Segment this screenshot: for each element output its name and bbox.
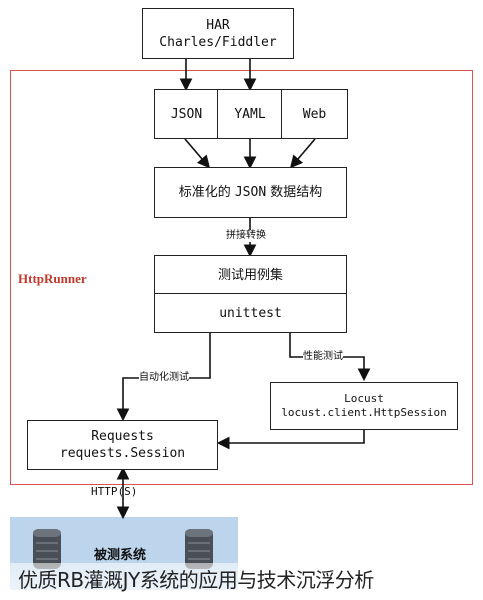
merge-label: 拼接转换 bbox=[226, 230, 266, 242]
standard-json-prefix: 标准化的 bbox=[178, 185, 235, 200]
requests-line1: Requests bbox=[91, 429, 154, 444]
perf-test-label: 性能测试 bbox=[303, 351, 343, 363]
format-yaml-box: YAML bbox=[217, 89, 283, 139]
arrow-json-std bbox=[184, 138, 211, 169]
locust-line1: Locust bbox=[344, 392, 384, 405]
format-json-box: JSON bbox=[154, 89, 219, 139]
caption-overlay: 优质RB灌溉JY系统的应用与技术沉浮分析 bbox=[0, 563, 483, 600]
format-json-label: JSON bbox=[170, 106, 203, 122]
har-line2: Charles/Fiddler bbox=[159, 34, 277, 50]
har-source-box: HAR Charles/Fiddler bbox=[142, 8, 294, 59]
locust-line2: locust.client.HttpSession bbox=[281, 406, 447, 419]
frame-title: HttpRunner bbox=[18, 271, 87, 286]
format-yaml-label: YAML bbox=[234, 106, 266, 122]
testcase-set-label: 测试用例集 bbox=[217, 267, 283, 283]
standard-json-box: 标准化的 JSON 数据结构 bbox=[154, 167, 347, 218]
requests-line2: requests.Session bbox=[59, 446, 186, 461]
http-label: HTTP(S) bbox=[91, 485, 138, 498]
server-icon bbox=[33, 529, 61, 569]
format-web-box: Web bbox=[281, 89, 348, 139]
auto-test-label: 自动化测试 bbox=[139, 372, 189, 384]
testcase-set-box: 测试用例集 bbox=[154, 255, 347, 295]
arrow-web-std bbox=[289, 138, 316, 169]
format-web-label: Web bbox=[302, 106, 327, 122]
har-line1: HAR bbox=[206, 17, 230, 33]
unittest-box: unittest bbox=[154, 293, 347, 333]
arrow-locust-requests bbox=[216, 430, 365, 450]
unittest-label: unittest bbox=[219, 305, 282, 321]
httprunner-frame bbox=[10, 70, 473, 485]
system-under-test-label: 被测系统 bbox=[94, 548, 147, 563]
requests-box: Requests requests.Session bbox=[27, 420, 218, 470]
server-icon bbox=[185, 529, 213, 569]
locust-box: Locust locust.client.HttpSession bbox=[270, 382, 458, 430]
standard-json-suffix: 数据结构 bbox=[266, 185, 323, 200]
standard-json-mono: JSON bbox=[234, 185, 267, 200]
